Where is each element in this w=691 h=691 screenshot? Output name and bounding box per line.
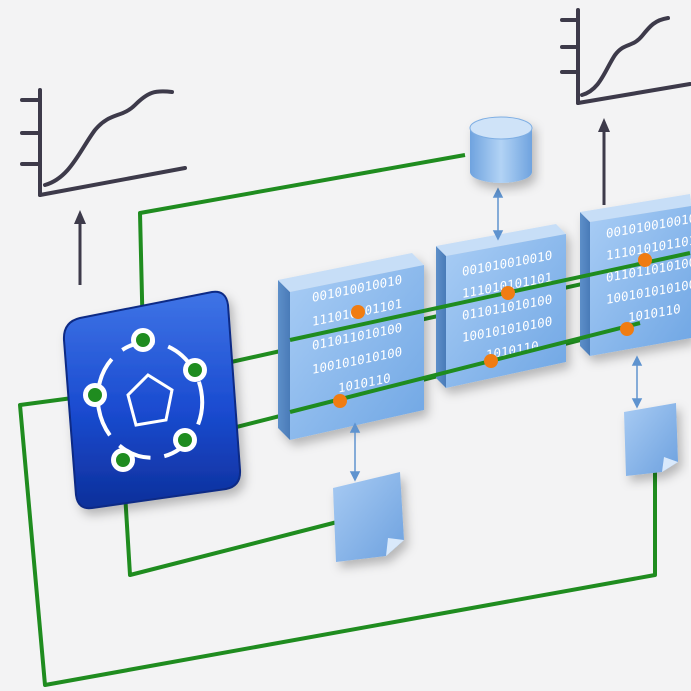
port-node	[83, 383, 107, 407]
vertical-connectors	[349, 187, 643, 482]
chart-curve	[43, 89, 174, 187]
pentagon-icon	[126, 373, 174, 427]
junction-dot	[620, 322, 634, 336]
arrow-up-right	[598, 118, 610, 205]
port-node	[131, 328, 155, 352]
junction-dot	[638, 253, 652, 267]
chart-icon-left	[20, 88, 187, 197]
link-hub-to-database	[138, 153, 466, 341]
database-icon	[469, 116, 533, 183]
document-icon	[624, 403, 678, 476]
junction-dot	[351, 305, 365, 319]
junction-dot	[501, 286, 515, 300]
chart-icon-right	[560, 8, 691, 105]
hub-node	[62, 290, 242, 510]
chart-axis-x	[38, 166, 187, 197]
data-block-1	[278, 253, 424, 440]
port-node	[111, 448, 135, 472]
port-node	[183, 358, 207, 382]
connection-lines-front	[289, 251, 691, 414]
junction-dot	[333, 394, 347, 408]
arrow-up-left	[74, 210, 86, 285]
junction-dot	[484, 354, 498, 368]
chart-curve	[580, 16, 670, 97]
hub-ports	[83, 328, 207, 472]
port-node	[173, 428, 197, 452]
link-loop-to-right-document	[18, 393, 657, 687]
document-icon	[333, 472, 404, 562]
data-block-3	[580, 194, 691, 356]
junction-dots	[333, 253, 652, 408]
chart-axis-x	[576, 82, 691, 105]
